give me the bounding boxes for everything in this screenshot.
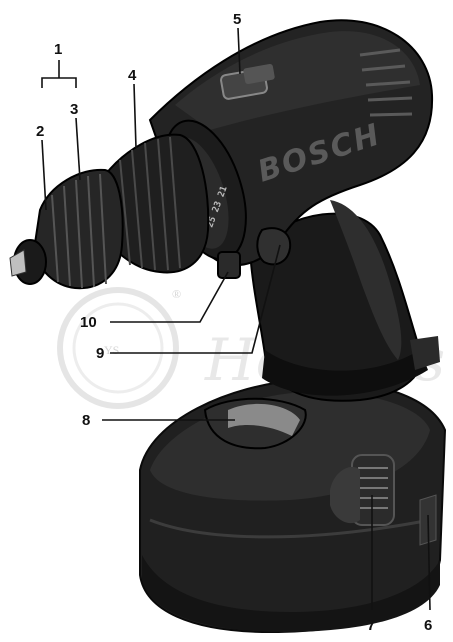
belt-clip	[203, 397, 307, 450]
lock-on-button	[217, 251, 241, 279]
callout-5: 5	[233, 11, 241, 28]
callout-2: 2	[36, 123, 44, 140]
leader-5	[237, 27, 241, 75]
handle-side-tab	[410, 336, 440, 370]
callout-3: 3	[70, 101, 78, 118]
leader-1-bracket	[41, 77, 77, 88]
watermark-registered-mark: ®	[172, 287, 181, 301]
battery-release-button	[351, 454, 395, 526]
callout-4: 4	[128, 67, 137, 84]
callout-8: 8	[82, 412, 90, 429]
handle-collar	[262, 350, 428, 396]
battery-lower-band	[142, 555, 440, 632]
direction-switch	[220, 63, 275, 100]
callout-6: 6	[424, 617, 432, 634]
leader-9	[110, 244, 281, 354]
chuck-rear-grip-ribs	[119, 136, 181, 271]
leader-10	[110, 271, 229, 323]
chuck-front-grip-ribs	[51, 173, 107, 289]
battery-pack	[139, 378, 447, 634]
callout-7: 7	[367, 617, 375, 634]
handle-soft-grip	[330, 200, 402, 360]
handle	[248, 200, 440, 402]
drill-bit-tip	[9, 249, 27, 277]
leader-6	[427, 514, 431, 611]
trigger-area	[217, 227, 292, 279]
callout-9: 9	[96, 345, 104, 362]
leader-3	[75, 117, 81, 181]
battery-ridge	[149, 518, 431, 539]
leader-2	[41, 139, 47, 211]
chuck-assembly	[9, 133, 210, 290]
watermark-badge-inner	[72, 302, 164, 394]
battery-release-notch	[330, 466, 360, 524]
callout-labels: 1 2 3 4 5 6 7 8 9 10	[36, 11, 432, 634]
housing-top-panel	[175, 31, 420, 131]
trigger	[256, 227, 292, 266]
leader-lines	[41, 27, 431, 611]
callout-1: 1	[54, 41, 62, 58]
callout-10: 10	[80, 314, 97, 331]
watermark-badge-initials: YS	[104, 343, 119, 357]
watermark-badge-outer	[57, 287, 179, 409]
housing-vents	[359, 48, 413, 117]
leader-4	[133, 83, 137, 149]
